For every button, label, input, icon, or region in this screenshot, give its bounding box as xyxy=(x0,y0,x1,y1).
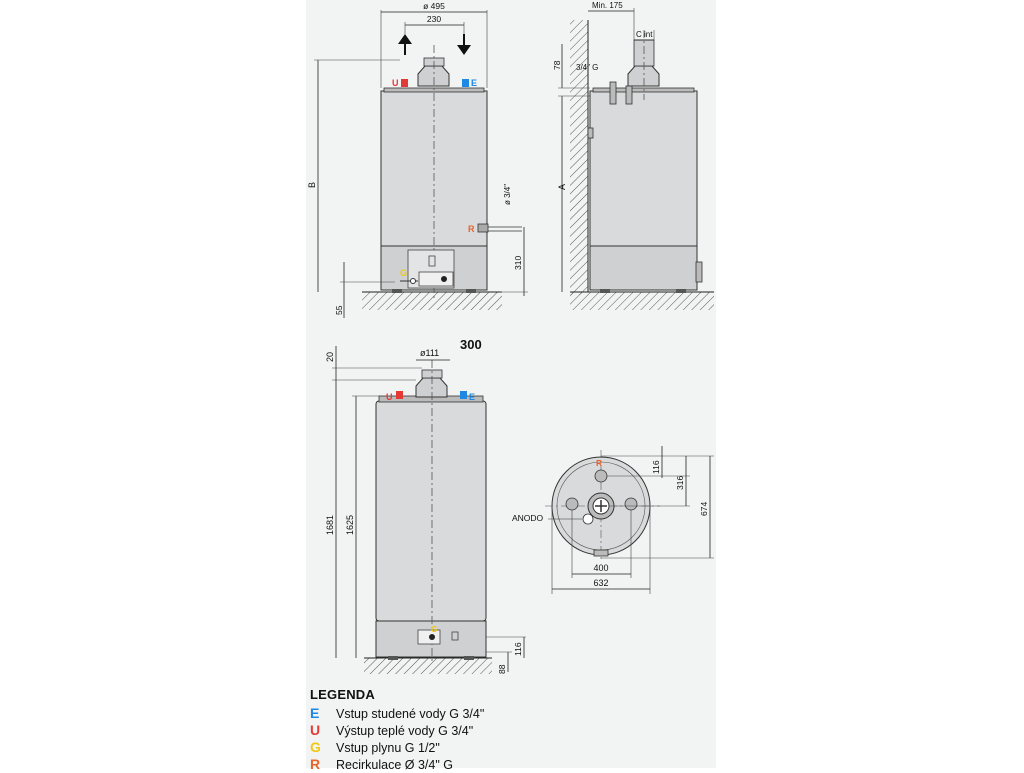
legend-title: LEGENDA xyxy=(310,687,375,702)
legend-item-g: G Vstup plynu G 1/2" xyxy=(310,739,610,756)
wall-hatch xyxy=(570,20,588,295)
anode-label: ANODO xyxy=(512,513,544,523)
dim-88: 88 xyxy=(497,664,507,674)
dim-b: B xyxy=(307,182,317,188)
side-tank-body xyxy=(589,90,698,247)
dim-diameter-495: ø 495 xyxy=(423,1,445,11)
lower-label-e: E xyxy=(469,392,475,402)
dim-min-175: Min. 175 xyxy=(592,1,623,10)
dim-310: 310 xyxy=(513,256,523,270)
plan-label-r: R xyxy=(596,458,602,468)
dim-c-int: C int xyxy=(636,30,653,39)
flue-exhaust-arrow-icon xyxy=(398,34,412,55)
dim-1625: 1625 xyxy=(345,515,355,535)
legend: LEGENDA E Vstup studené vody G 3/4" U Vý… xyxy=(310,687,610,773)
legend-key-u: U xyxy=(310,722,321,738)
legend-key-r: R xyxy=(310,756,321,772)
legend-text-e: Vstup studené vody G 3/4" xyxy=(336,707,485,721)
lower-label-u: U xyxy=(386,392,393,402)
legend-key-g: G xyxy=(310,739,321,755)
dim-632: 632 xyxy=(593,578,608,588)
legend-text-g: Vstup plynu G 1/2" xyxy=(336,741,440,755)
side-view: Min. 175 C int 78 3/4" G A xyxy=(552,1,714,310)
dim-1681: 1681 xyxy=(325,515,335,535)
dim-116-lower: 116 xyxy=(513,642,523,656)
anode-port xyxy=(582,513,594,525)
front-label-e: E xyxy=(471,78,477,88)
legend-item-r: R Recirkulace Ø 3/4" G xyxy=(310,756,610,773)
dim-316: 316 xyxy=(675,476,685,490)
front-label-g: G xyxy=(400,268,407,278)
legend-item-e: E Vstup studené vody G 3/4" xyxy=(310,705,610,722)
lower-front-view: 300 U E G ø111 20 1681 1625 xyxy=(325,337,526,674)
front-label-r: R xyxy=(468,224,475,234)
dim-230: 230 xyxy=(427,14,441,24)
legend-key-e: E xyxy=(310,705,320,721)
plan-view: R ANODO 116 316 674 400 632 xyxy=(512,446,714,594)
model-300: 300 xyxy=(460,337,482,352)
floor-hatch xyxy=(362,292,502,310)
legend-text-u: Výstup teplé vody G 3/4" xyxy=(336,724,474,738)
legend-text-r: Recirkulace Ø 3/4" G xyxy=(336,758,453,772)
plan-r-connection xyxy=(594,469,608,483)
dim-a: A xyxy=(557,184,567,190)
front-label-u: U xyxy=(392,78,399,88)
legend-item-u: U Výstup teplé vody G 3/4" xyxy=(310,722,610,739)
dim-55: 55 xyxy=(334,305,344,315)
tank-300-body xyxy=(375,400,487,622)
dim-116-plan: 116 xyxy=(651,460,661,474)
dim-34-g: 3/4" G xyxy=(576,63,598,72)
dim-400: 400 xyxy=(593,563,608,573)
dim-20: 20 xyxy=(325,352,335,362)
flue-hood xyxy=(417,65,450,87)
dim-674: 674 xyxy=(699,502,709,516)
lower-label-g: G xyxy=(431,625,437,634)
dim-pipe-34: ø 3/4" xyxy=(503,184,512,205)
dim-111: ø111 xyxy=(420,348,439,358)
air-intake-arrow-icon xyxy=(457,34,471,55)
dim-78: 78 xyxy=(552,60,562,70)
front-view: U E G R ø 495 230 B 55 xyxy=(307,1,528,318)
